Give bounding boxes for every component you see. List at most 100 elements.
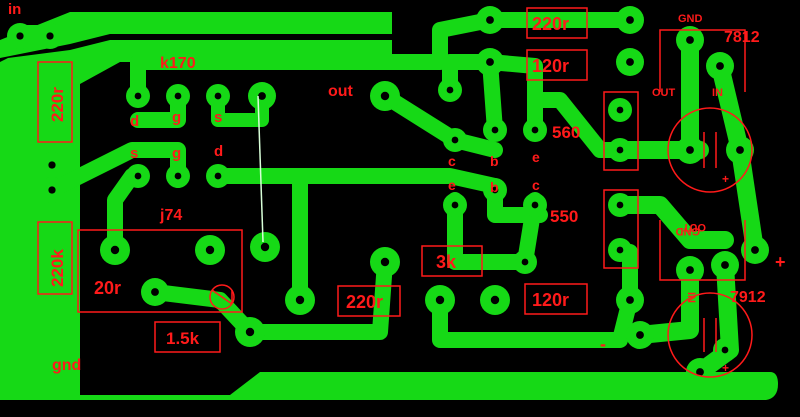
drill-hole: [490, 295, 500, 305]
resistor-outline: [524, 283, 588, 315]
drill-hole: [721, 346, 729, 354]
drill-hole: [446, 86, 454, 94]
capacitor-can: [667, 292, 753, 378]
track: [130, 12, 638, 104]
pads-layer: [7, 6, 769, 386]
drill-hole: [260, 242, 270, 252]
drill-hole: [451, 136, 459, 144]
drill-hole: [616, 201, 624, 209]
drill-hole: [134, 92, 142, 100]
output-label: out: [328, 83, 354, 100]
reg-out-top-label: OUT: [652, 87, 676, 99]
drill-hole: [295, 295, 305, 305]
drill-hole: [380, 91, 390, 101]
copper-pour: [0, 12, 778, 400]
resistor-value: 20r: [94, 278, 121, 298]
track: [447, 192, 543, 270]
drill-hole: [174, 92, 182, 100]
capacitor-polarity: [703, 132, 717, 168]
drill-hole: [531, 201, 539, 209]
drill-hole: [636, 331, 644, 339]
diode-symbol-mark: [211, 289, 233, 305]
transistor-top-label: 560: [552, 123, 580, 142]
pin-label-c: c: [532, 177, 540, 193]
jfet-outline: [77, 229, 243, 313]
copper-tracks: [9, 12, 764, 381]
drill-hole: [214, 172, 222, 180]
reg-gnd-top-label: GND: [678, 13, 703, 25]
regulator-outline: [659, 220, 746, 281]
resistor-value: 120r: [532, 56, 569, 76]
silkscreen-text: in gnd out + - k170 j74 d g s s g d c b …: [8, 1, 786, 375]
pin-label-d: d: [130, 113, 139, 130]
resistor-outline: [337, 285, 401, 317]
input-bus: [0, 12, 392, 58]
reg-neg-label: 7912: [730, 289, 766, 306]
drill-hole: [48, 161, 56, 169]
track: [377, 88, 503, 158]
drill-hole: [521, 258, 529, 266]
pin-label-e: e: [448, 177, 456, 193]
drill-hole: [486, 58, 494, 66]
drill-hole: [616, 246, 624, 254]
transistor-bottom-label: 550: [550, 207, 578, 226]
ground-pour: [0, 40, 778, 400]
reg-in-bottom-label: IN: [685, 292, 697, 303]
track: [107, 168, 140, 258]
drill-hole: [616, 146, 624, 154]
diode-symbol: [209, 284, 235, 310]
drill-hole: [686, 36, 694, 44]
reg-pos-label: 7812: [724, 29, 760, 46]
drill-hole: [686, 266, 694, 274]
drill-hole: [151, 288, 159, 296]
drill-hole: [205, 245, 215, 255]
track: [442, 54, 503, 138]
resistor-outline: [37, 221, 73, 295]
drill-hole: [258, 92, 266, 100]
capacitor-polarity-mark: +: [722, 172, 729, 186]
drill-hole: [696, 368, 704, 376]
resistor-value: 120r: [532, 290, 569, 310]
track: [432, 244, 638, 348]
drill-hole: [214, 92, 222, 100]
drill-hole: [110, 245, 120, 255]
pin-label-c: c: [448, 153, 456, 169]
fet-top-label: k170: [160, 55, 196, 72]
pin-label-d: d: [214, 143, 223, 160]
regulator-outline: [659, 29, 746, 92]
capacitor-can: [667, 107, 753, 193]
drill-hole: [626, 58, 634, 66]
drill-hole: [491, 186, 499, 194]
resistor-value: 220k: [48, 249, 67, 287]
capacitor-polarity: [703, 318, 717, 352]
drill-hole: [751, 246, 759, 254]
resistor-value: 220r: [48, 87, 67, 122]
capacitor-outline: [603, 91, 639, 171]
drill-hole: [626, 296, 634, 304]
resistor-outline: [421, 245, 483, 277]
pin-label-g: g: [172, 109, 181, 126]
drill-hole: [721, 261, 729, 269]
drill-hole: [486, 16, 494, 24]
resistor-outline: [526, 7, 588, 39]
drill-hole: [245, 327, 255, 337]
resistor-value: 1.5k: [166, 329, 200, 348]
resistor-value: 220r: [346, 292, 383, 312]
drill-hole: [616, 106, 624, 114]
wire-jumper: [257, 95, 264, 243]
drill-hole: [380, 257, 390, 267]
resistor-value: 220r: [532, 14, 569, 34]
drill-hole: [451, 201, 459, 209]
resistor-value: 3k: [436, 252, 457, 272]
drill-hole: [491, 126, 499, 134]
fet-bottom-label: j74: [159, 207, 182, 224]
drill-hole: [736, 146, 744, 154]
drill-hole: [716, 62, 724, 70]
drill-hole: [686, 146, 694, 154]
pin-label-b: b: [490, 153, 499, 169]
pin-label-s: s: [130, 145, 138, 162]
drill-hole: [16, 32, 24, 40]
track: [482, 54, 543, 138]
